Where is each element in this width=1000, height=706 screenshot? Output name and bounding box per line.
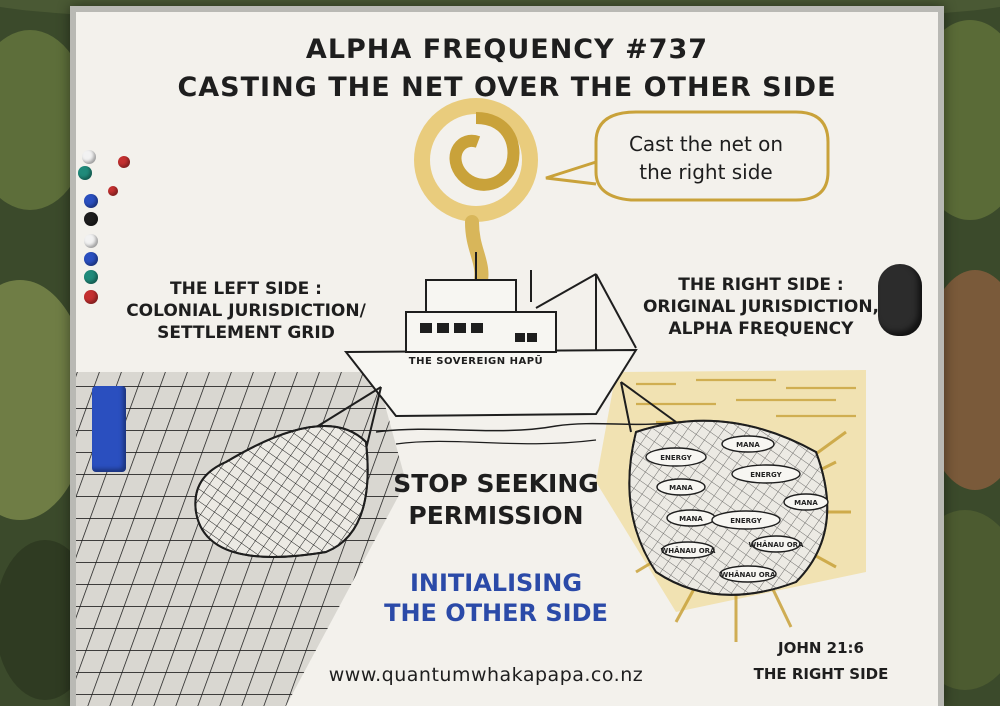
left-side-line-3: SETTLEMENT GRID xyxy=(157,323,335,343)
fish-label: WHĀNAU ORA xyxy=(721,570,777,579)
left-side-line-2: COLONIAL JURISDICTION/ xyxy=(126,301,366,321)
magnet-blue-2 xyxy=(84,252,98,266)
whiteboard: MANA ENERGY MANA ENERGY MANA ENERGY WHĀNAU ORA… xyxy=(70,6,944,706)
koru-spiral xyxy=(414,98,538,294)
speech-bubble xyxy=(545,110,830,202)
title-line-2: CASTING THE NET OVER THE OTHER SIDE xyxy=(177,72,837,103)
initialising-other-side: INITIALISING THE OTHER SIDE xyxy=(376,568,616,628)
right-net-fish: MANA ENERGY MANA ENERGY MANA ENERGY WHĀNAU ORA… xyxy=(620,381,851,642)
reference-line-1: JOHN 21:6 xyxy=(778,639,864,657)
magnet-red xyxy=(118,156,130,168)
magnet-blue xyxy=(84,194,98,208)
fish-label: MANA xyxy=(794,499,818,507)
title-line-1: ALPHA FREQUENCY #737 xyxy=(305,34,709,65)
boat-name: THE SOVEREIGN HAPŪ xyxy=(408,356,544,367)
fish-label: ENERGY xyxy=(660,454,692,462)
reference-line-2: THE RIGHT SIDE xyxy=(753,665,889,683)
website-url: www.quantumwhakapapa.co.nz xyxy=(328,664,644,686)
stop-line-2: PERMISSION xyxy=(408,501,584,530)
magnet-teal-2 xyxy=(84,270,98,284)
magnet-red-2 xyxy=(84,290,98,304)
speech-bubble-line-1: Cast the net on xyxy=(628,132,784,156)
computer-mouse xyxy=(878,264,922,336)
fish-label: MANA xyxy=(736,441,760,449)
scripture-reference: JOHN 21:6 THE RIGHT SIDE xyxy=(716,635,926,687)
magnet-white-2 xyxy=(84,234,98,248)
fishing-boat xyxy=(343,252,677,445)
illustration: MANA ENERGY MANA ENERGY MANA ENERGY WHĀNAU ORA… xyxy=(76,98,866,706)
right-side-label: THE RIGHT SIDE : ORIGINAL JURISDICTION, … xyxy=(636,274,886,340)
whiteboard-eraser xyxy=(92,386,126,472)
fish-label: WHĀNAU ORA xyxy=(749,540,805,549)
speech-bubble-text: Cast the net on the right side xyxy=(596,130,816,186)
init-line-2: THE OTHER SIDE xyxy=(384,599,608,627)
left-net xyxy=(194,386,382,558)
left-side-label: THE LEFT SIDE : COLONIAL JURISDICTION/ S… xyxy=(116,278,376,344)
right-side-line-1: THE RIGHT SIDE : xyxy=(678,275,844,295)
stop-line-1: STOP SEEKING xyxy=(393,469,599,498)
right-side-line-3: ALPHA FREQUENCY xyxy=(668,319,854,339)
magnet-teal xyxy=(78,166,92,180)
fish-label: MANA xyxy=(669,484,693,492)
fish-label: ENERGY xyxy=(730,517,762,525)
fish-label: ENERGY xyxy=(750,471,782,479)
fish-label: WHĀNAU ORA xyxy=(661,546,717,555)
left-side-line-1: THE LEFT SIDE : xyxy=(170,279,322,299)
magnet-white xyxy=(82,150,96,164)
init-line-1: INITIALISING xyxy=(409,569,583,597)
stop-seeking-permission: STOP SEEKING PERMISSION xyxy=(376,468,616,532)
right-side-line-2: ORIGINAL JURISDICTION, xyxy=(642,297,880,317)
magnet-red-small xyxy=(108,186,118,196)
fish-label: MANA xyxy=(679,515,703,523)
magnet-black xyxy=(84,212,98,226)
speech-bubble-line-2: the right side xyxy=(639,160,773,184)
